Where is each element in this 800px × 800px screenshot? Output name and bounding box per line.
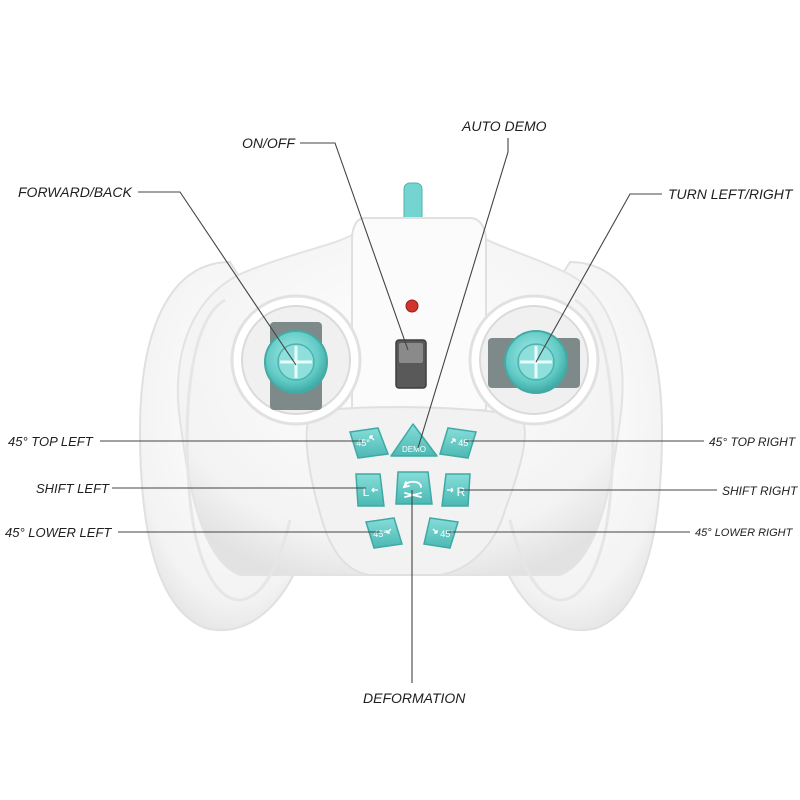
shift-left-button[interactable]: L (355, 473, 385, 507)
button-top-right-45[interactable]: 45° (439, 427, 477, 459)
button-lower-right-45[interactable]: 45° (423, 517, 459, 549)
shift-right-button[interactable]: R (441, 473, 471, 507)
leader-lines (100, 138, 717, 683)
leader-turn-left-right (535, 193, 662, 363)
power-switch[interactable] (395, 339, 427, 389)
leader-auto-demo (417, 138, 509, 449)
label-deformation: DEFORMATION (363, 690, 466, 706)
button-lower-left-45[interactable]: 45° (365, 517, 403, 549)
labels: ON/OFF AUTO DEMO FORWARD/BACK TURN LEFT/… (5, 118, 799, 706)
label-lower-right-45: 45° LOWER RIGHT (695, 527, 794, 539)
label-forward-back: FORWARD/BACK (18, 184, 132, 200)
right-grip-recess (508, 298, 615, 602)
shift-left-label: L (363, 485, 370, 499)
shift-right-label: R (457, 485, 466, 499)
label-top-left-45: 45° TOP LEFT (8, 434, 94, 449)
deformation-icon (402, 480, 422, 498)
label-shift-left: SHIFT LEFT (36, 481, 110, 496)
label-auto-demo: AUTO DEMO (461, 118, 547, 134)
right-joystick[interactable] (468, 294, 600, 426)
label-on-off: ON/OFF (242, 135, 296, 151)
label-turn-left-right: TURN LEFT/RIGHT (668, 186, 794, 202)
leader-forward-back (138, 191, 297, 366)
arrow-icon (369, 435, 375, 441)
arrow-icon (447, 487, 454, 493)
arrow-icon (450, 438, 456, 444)
button-lower-left-label: 45° (373, 529, 387, 539)
arrow-icon (371, 487, 378, 493)
left-joystick[interactable] (230, 294, 362, 426)
label-lower-left-45: 45° LOWER LEFT (5, 525, 112, 540)
deformation-button[interactable] (395, 471, 433, 505)
button-top-right-label: 45° (458, 438, 472, 448)
button-lower-right-label: 45° (440, 529, 454, 539)
label-top-right-45: 45° TOP RIGHT (709, 435, 797, 449)
label-shift-right: SHIFT RIGHT (722, 484, 799, 498)
demo-button[interactable]: DEMO (390, 423, 438, 457)
arrow-icon (432, 528, 438, 534)
button-top-left-label: 45° (356, 438, 370, 448)
button-top-left-45[interactable]: 45° (349, 427, 390, 459)
power-led (405, 299, 419, 313)
leader-on-off (300, 142, 409, 351)
demo-button-label: DEMO (402, 445, 426, 454)
left-grip-recess (185, 298, 292, 602)
arrow-icon (386, 528, 392, 534)
